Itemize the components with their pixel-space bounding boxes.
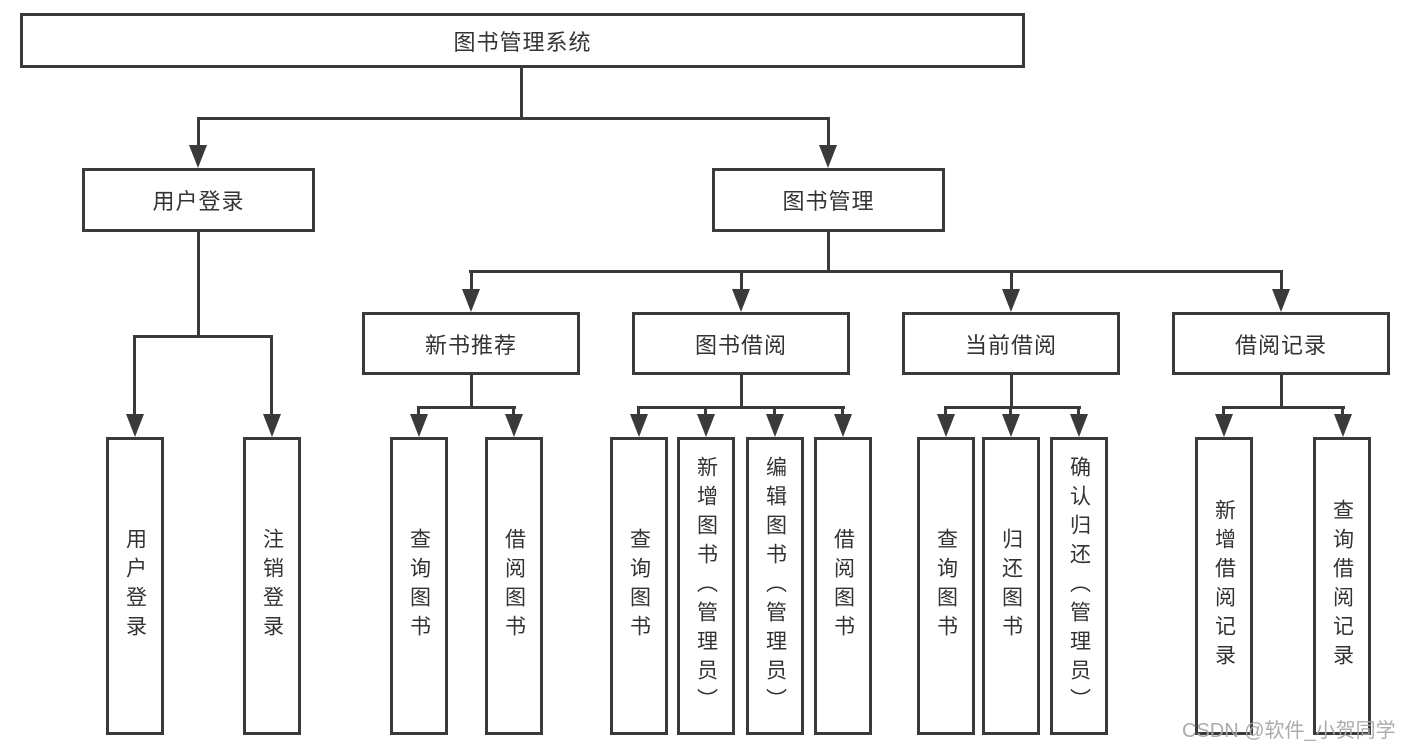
connector-vline — [1280, 270, 1283, 290]
leaf-user-login: 用户登录 — [106, 437, 164, 735]
leaf-borrow-book-2-label: 借阅图书 — [831, 528, 855, 644]
leaf-edit-book-admin: 编辑图书（管理员） — [746, 437, 804, 735]
connector-vline — [740, 375, 743, 408]
connector-vline — [197, 117, 200, 148]
connector-vline — [512, 406, 515, 415]
connector-vline — [704, 406, 707, 415]
leaf-return-book: 归还图书 — [982, 437, 1040, 735]
connector-vline — [197, 232, 200, 335]
arrow-down-icon — [834, 414, 852, 437]
arrow-down-icon — [1002, 414, 1020, 437]
leaf-query-book-2: 查询图书 — [610, 437, 668, 735]
connector-vline — [1077, 406, 1080, 415]
watermark: CSDN @软件_小贺同学 — [1182, 720, 1396, 742]
connector-vline — [1009, 406, 1012, 415]
connector-vline — [133, 335, 136, 415]
node-book-management: 图书管理 — [712, 168, 945, 232]
leaf-logout: 注销登录 — [243, 437, 301, 735]
connector-vline — [1222, 406, 1225, 415]
connector-vline — [270, 335, 273, 415]
node-new-book-recommend: 新书推荐 — [362, 312, 580, 375]
node-root: 图书管理系统 — [20, 13, 1025, 68]
arrow-down-icon — [1215, 414, 1233, 437]
connector-vline — [827, 117, 830, 148]
connector-hline — [469, 270, 1283, 273]
arrow-down-icon — [1002, 289, 1020, 312]
node-current-borrow-label: 当前借阅 — [964, 332, 1057, 358]
arrow-down-icon — [1334, 414, 1352, 437]
arrow-down-icon — [263, 414, 281, 437]
leaf-query-borrow-record-label: 查询借阅记录 — [1330, 499, 1354, 673]
connector-hline — [133, 335, 273, 338]
node-book-borrow: 图书借阅 — [632, 312, 850, 375]
connector-hline — [197, 117, 830, 120]
connector-hline — [944, 406, 1081, 409]
leaf-confirm-return-admin-label: 确认归还（管理员） — [1067, 455, 1091, 717]
connector-vline — [841, 406, 844, 415]
arrow-down-icon — [819, 145, 837, 168]
node-user-login: 用户登录 — [82, 168, 315, 232]
leaf-borrow-book-1: 借阅图书 — [485, 437, 543, 735]
connector-vline — [1010, 375, 1013, 408]
node-borrow-record-label: 借阅记录 — [1234, 332, 1327, 358]
leaf-query-book-2-label: 查询图书 — [627, 528, 651, 644]
connector-vline — [944, 406, 947, 415]
connector-vline — [417, 406, 420, 415]
node-root-label: 图书管理系统 — [453, 29, 592, 55]
leaf-add-borrow-record: 新增借阅记录 — [1195, 437, 1253, 735]
leaf-return-book-label: 归还图书 — [999, 528, 1023, 644]
connector-vline — [740, 270, 743, 290]
connector-vline — [1341, 406, 1344, 415]
leaf-logout-label: 注销登录 — [260, 528, 284, 644]
arrow-down-icon — [1272, 289, 1290, 312]
leaf-borrow-book-2: 借阅图书 — [814, 437, 872, 735]
arrow-down-icon — [126, 414, 144, 437]
connector-vline — [773, 406, 776, 415]
leaf-user-login-label: 用户登录 — [123, 528, 147, 644]
leaf-add-book-admin: 新增图书（管理员） — [677, 437, 735, 735]
arrow-down-icon — [505, 414, 523, 437]
connector-hline — [1222, 406, 1345, 409]
node-user-login-label: 用户登录 — [152, 189, 245, 214]
arrow-down-icon — [189, 145, 207, 168]
node-book-borrow-label: 图书借阅 — [694, 332, 787, 358]
arrow-down-icon — [697, 414, 715, 437]
arrow-down-icon — [937, 414, 955, 437]
leaf-query-book-1: 查询图书 — [390, 437, 448, 735]
connector-vline — [1280, 375, 1283, 408]
leaf-query-book-3: 查询图书 — [917, 437, 975, 735]
connector-vline — [520, 68, 523, 117]
leaf-edit-book-admin-label: 编辑图书（管理员） — [763, 455, 787, 717]
arrow-down-icon — [766, 414, 784, 437]
node-current-borrow: 当前借阅 — [902, 312, 1120, 375]
leaf-confirm-return-admin: 确认归还（管理员） — [1050, 437, 1108, 735]
arrow-down-icon — [410, 414, 428, 437]
node-borrow-record: 借阅记录 — [1172, 312, 1390, 375]
node-book-management-label: 图书管理 — [782, 189, 875, 214]
leaf-borrow-book-1-label: 借阅图书 — [502, 528, 526, 644]
arrow-down-icon — [630, 414, 648, 437]
leaf-query-book-3-label: 查询图书 — [934, 528, 958, 644]
leaf-add-borrow-record-label: 新增借阅记录 — [1212, 499, 1236, 673]
connector-vline — [1010, 270, 1013, 290]
leaf-query-book-1-label: 查询图书 — [407, 528, 431, 644]
connector-vline — [470, 375, 473, 408]
arrow-down-icon — [732, 289, 750, 312]
arrow-down-icon — [462, 289, 480, 312]
node-new-book-recommend-label: 新书推荐 — [424, 332, 517, 358]
connector-vline — [827, 232, 830, 270]
connector-hline — [637, 406, 845, 409]
leaf-query-borrow-record: 查询借阅记录 — [1313, 437, 1371, 735]
leaf-add-book-admin-label: 新增图书（管理员） — [694, 455, 718, 717]
connector-vline — [470, 270, 473, 290]
connector-hline — [417, 406, 516, 409]
arrow-down-icon — [1070, 414, 1088, 437]
connector-vline — [637, 406, 640, 415]
